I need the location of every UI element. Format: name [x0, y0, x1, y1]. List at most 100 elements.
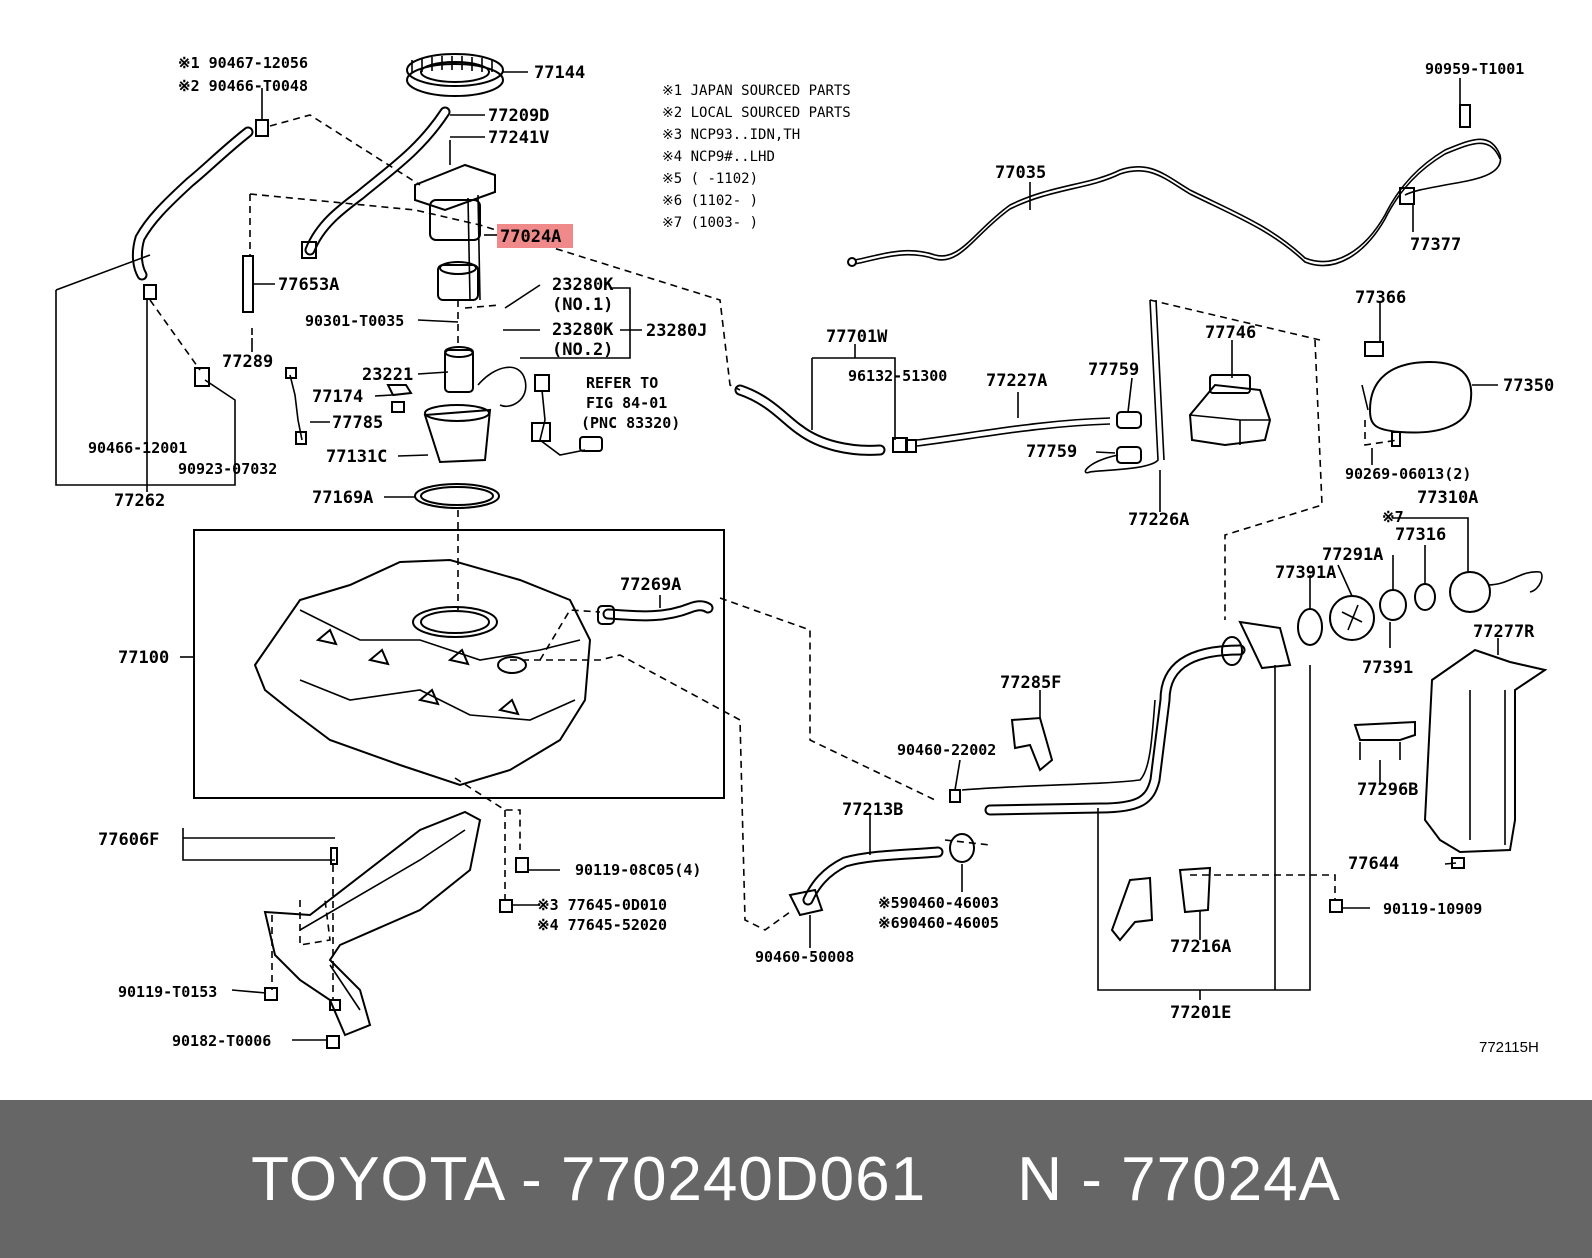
label: ※590460-46003 [878, 894, 999, 912]
label: 96132-51300 [848, 367, 947, 385]
label: 77391A [1275, 563, 1336, 583]
drawing-number: 772115H [1479, 1039, 1539, 1056]
label: 90182-T0006 [172, 1032, 271, 1050]
label: (NO.2) [552, 340, 613, 360]
pump-hose-drawing [301, 106, 451, 259]
label: 77169A [312, 488, 373, 508]
label-highlighted: 77024A [500, 227, 561, 247]
label: 77289 [222, 352, 273, 372]
vent-hose-drawing [131, 119, 269, 387]
label: 77377 [1410, 235, 1461, 255]
label: 77759 [1088, 360, 1139, 380]
label: 77350 [1503, 376, 1554, 396]
note-line: ※2 LOCAL SOURCED PARTS [662, 105, 851, 121]
label: 77216A [1170, 937, 1231, 957]
lock-ring-drawing [406, 53, 504, 97]
label: (NO.1) [552, 295, 613, 315]
highlight-box [497, 224, 573, 248]
pnc-code: 77024A [1121, 1144, 1341, 1214]
label: 90119-08C05(4) [575, 861, 701, 879]
label: 77644 [1348, 854, 1399, 874]
label: 77201E [1170, 1003, 1231, 1023]
label: 77277R [1473, 622, 1535, 642]
label: 77213B [842, 800, 903, 820]
label: 90460-22002 [897, 741, 996, 759]
label: 90119-T0153 [118, 983, 217, 1001]
label: 77366 [1355, 288, 1406, 308]
label: 77226A [1128, 510, 1189, 530]
label: 77144 [534, 63, 585, 83]
evap-hoses-drawing [734, 299, 1165, 474]
filler-hose-lower-drawing [788, 833, 975, 917]
label: 77746 [1205, 323, 1256, 343]
hose-bracket-drawing [1010, 716, 1054, 772]
brand-name: TOYOTA [251, 1144, 503, 1214]
footer-bar: TOYOTA - 770240D061 N - 77024A [0, 1100, 1592, 1258]
label: 23221 [362, 365, 413, 385]
tank-group-box [193, 529, 725, 799]
fuel-tank-drawing [253, 558, 592, 787]
label: ※2 90466-T0048 [178, 77, 308, 95]
tube-drawing [242, 255, 254, 313]
parts-diagram: ※1 90467-12056 ※2 90466-T0048 77144 7720… [55, 53, 1554, 1056]
label: 90301-T0035 [305, 312, 404, 330]
label: 23280J [646, 321, 707, 341]
filter-drawing [285, 346, 527, 509]
note-line: ※4 NCP9#..LHD [662, 149, 775, 165]
fuel-pump-drawing [414, 140, 496, 301]
label: 77316 [1395, 525, 1446, 545]
label: 90119-10909 [1383, 900, 1482, 918]
dashed-reference-lines [149, 114, 1399, 1000]
footer-separator: - [1081, 1144, 1103, 1214]
label: 77241V [488, 128, 549, 148]
part-number: 770240D061 [560, 1144, 927, 1214]
label: 90959-T1001 [1425, 60, 1524, 78]
filler-pipe-drawing [961, 620, 1292, 942]
label: ※4 77645-52020 [537, 916, 667, 934]
label: 77310A [1417, 488, 1478, 508]
label: 77701W [826, 327, 888, 347]
label: 77291A [1322, 545, 1383, 565]
leader-lines [55, 71, 1499, 1041]
label: 77391 [1362, 658, 1413, 678]
label: 77653A [278, 275, 339, 295]
label: 77131C [326, 447, 387, 467]
filler-protector-drawing [1423, 648, 1548, 854]
label: 23280K [552, 275, 614, 295]
note-line: ※7 (1003- ) [662, 215, 758, 231]
footer-caption: TOYOTA - 770240D061 N - 77024A [251, 1144, 1341, 1215]
label: ※7 [1382, 508, 1404, 526]
filler-hose-upper-drawing [597, 600, 714, 625]
note-line: ※3 NCP93..IDN,TH [662, 127, 800, 143]
label: 77759 [1026, 442, 1077, 462]
label: 77262 [114, 491, 165, 511]
note-line: ※5 ( -1102) [662, 171, 758, 187]
fasteners-drawing [264, 431, 1465, 1049]
label: ※1 90467-12056 [178, 54, 308, 72]
refer-line: REFER TO [586, 374, 658, 392]
pnc-prefix: N [1017, 1144, 1064, 1214]
note-line: ※6 (1102- ) [662, 193, 758, 209]
footer-separator: - [521, 1144, 543, 1214]
label: ※3 77645-0D010 [537, 896, 667, 914]
label: 77227A [986, 371, 1047, 391]
label: 77100 [118, 648, 169, 668]
tank-protector-drawing [263, 810, 482, 1037]
vent-line-drawing [847, 104, 1502, 267]
label: 77785 [332, 413, 383, 433]
note-line: ※1 JAPAN SOURCED PARTS [662, 83, 851, 99]
refer-line: (PNC 83320) [581, 414, 680, 432]
notes-block: ※1 JAPAN SOURCED PARTS ※2 LOCAL SOURCED … [662, 83, 851, 231]
label: 90269-06013(2) [1345, 465, 1471, 483]
label: 77606F [98, 830, 159, 850]
fuel-lid-drawing [1361, 341, 1473, 434]
label: 77209D [488, 106, 549, 126]
sender-gauge-drawing [531, 374, 603, 456]
bracket-drawing [1353, 720, 1416, 760]
label: 77174 [312, 387, 363, 407]
label: 90923-07032 [178, 460, 277, 478]
label: 90466-12001 [88, 439, 187, 457]
label: 23280K [552, 320, 614, 340]
part-labels: ※1 90467-12056 ※2 90466-T0048 77144 7720… [88, 54, 1554, 1050]
label: 90460-50008 [755, 948, 854, 966]
